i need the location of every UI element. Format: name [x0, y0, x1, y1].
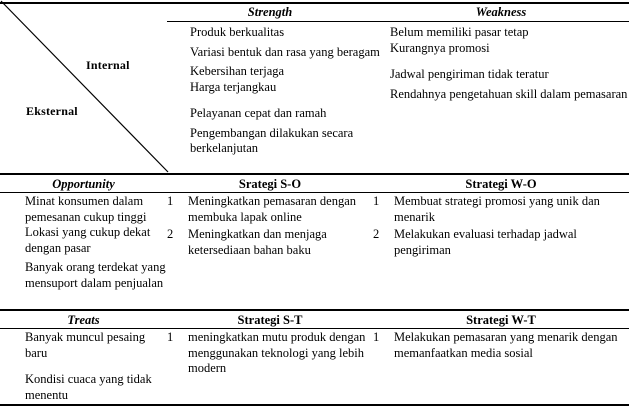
- list-item-text: Membuat strategi promosi yang unik dan m…: [394, 194, 600, 224]
- column-header-strength: Strength: [247, 5, 293, 19]
- weakness-item: Jadwal pengiriman tidak teratur: [390, 67, 549, 81]
- list-item-text: Melakukan evaluasi terhadap jadwal pengi…: [394, 227, 577, 257]
- list-item: 2 Meningkatkan dan menjaga ketersediaan …: [167, 227, 373, 258]
- list-item-number: 1: [167, 194, 174, 208]
- list-item-text: Melakukan pemasaran yang menarik dengan …: [394, 330, 618, 360]
- strength-item: Variasi bentuk dan rasa yang beragam: [190, 44, 380, 59]
- strength-item: Pelayanan cepat dan ramah: [190, 106, 327, 120]
- strength-items-cell: Produk berkualitas Variasi bentuk dan ra…: [190, 25, 380, 161]
- strength-item: Pengembangan dilakukan secara berkelanju…: [190, 125, 354, 156]
- list-item-text: Meningkatkan dan menjaga ketersediaan ba…: [188, 227, 327, 257]
- weakness-item: Belum memiliki pasar tetap: [390, 25, 529, 39]
- list-item-text: meningkatkan mutu produk dengan mengguna…: [188, 330, 366, 375]
- list-item: 2 Melakukan evaluasi terhadap jadwal pen…: [373, 227, 629, 258]
- column-header-strategi-wt: Strategi W-T: [466, 313, 536, 327]
- list-item: 1 Meningkatkan pemasaran dengan membuka …: [167, 194, 373, 225]
- list-item: 1 Melakukan pemasaran yang menarik denga…: [373, 330, 629, 361]
- diagonal-divider-line: [0, 0, 169, 173]
- column-header-treats: Treats: [67, 313, 100, 327]
- strength-item: Produk berkualitas: [190, 25, 285, 39]
- treats-items-cell: Banyak muncul pesaing baru Kondisi cuaca…: [25, 330, 167, 407]
- column-header-strategi-st: Strategi S-T: [237, 313, 303, 327]
- opportunity-item: Lokasi yang cukup dekat dengan pasar: [25, 225, 151, 255]
- list-item-text: Meningkatkan pemasaran dengan membuka la…: [188, 194, 356, 224]
- weakness-item: Kurangnya promosi: [390, 40, 490, 55]
- strength-item: Harga terjangkau: [190, 79, 277, 94]
- rule-above-opportunity-header: [0, 173, 629, 175]
- strategi-wt-list: 1 Melakukan pemasaran yang menarik denga…: [373, 330, 629, 363]
- column-header-opportunity: Opportunity: [52, 177, 115, 191]
- list-item: 1 meningkatkan mutu produk dengan menggu…: [167, 330, 373, 377]
- axis-label-internal: Internal: [86, 58, 130, 72]
- opportunity-item: Minat konsumen dalam pemesanan cukup tin…: [25, 194, 147, 224]
- strategi-so-list: 1 Meningkatkan pemasaran dengan membuka …: [167, 194, 373, 260]
- list-item-number: 2: [167, 227, 174, 241]
- strategi-wo-list: 1 Membuat strategi promosi yang unik dan…: [373, 194, 629, 260]
- list-item-number: 1: [167, 330, 174, 344]
- opportunity-items-cell: Minat konsumen dalam pemesanan cukup tin…: [25, 194, 167, 295]
- opportunity-item: Banyak orang terdekat yang mensuport dal…: [25, 260, 166, 290]
- treats-item: Kondisi cuaca yang tidak menentu: [25, 372, 152, 402]
- column-header-strategi-so: Srategi S-O: [238, 177, 302, 191]
- rule-above-treats-header: [0, 309, 629, 311]
- strategi-st-list: 1 meningkatkan mutu produk dengan menggu…: [167, 330, 373, 379]
- column-header-weakness: Weakness: [475, 5, 527, 19]
- strength-item: Kebersihan terjaga: [190, 64, 285, 78]
- rule-table-bottom: [0, 404, 629, 406]
- rule-under-strength-weakness-header: [167, 21, 629, 22]
- weakness-item: Rendahnya pengetahuan skill dalam pemasa…: [390, 86, 628, 101]
- column-header-strategi-wo: Strategi W-O: [465, 177, 537, 191]
- rule-under-opportunity-header: [0, 192, 629, 193]
- rule-under-treats-header: [0, 328, 629, 329]
- list-item-number: 1: [373, 330, 380, 344]
- list-item: 1 Membuat strategi promosi yang unik dan…: [373, 194, 629, 225]
- rule-table-top: [0, 2, 629, 4]
- list-item-number: 2: [373, 227, 380, 241]
- weakness-items-cell: Belum memiliki pasar tetap Kurangnya pro…: [390, 25, 629, 106]
- list-item-number: 1: [373, 194, 380, 208]
- axis-label-eksternal: Eksternal: [26, 104, 78, 118]
- treats-item: Banyak muncul pesaing baru: [25, 330, 146, 360]
